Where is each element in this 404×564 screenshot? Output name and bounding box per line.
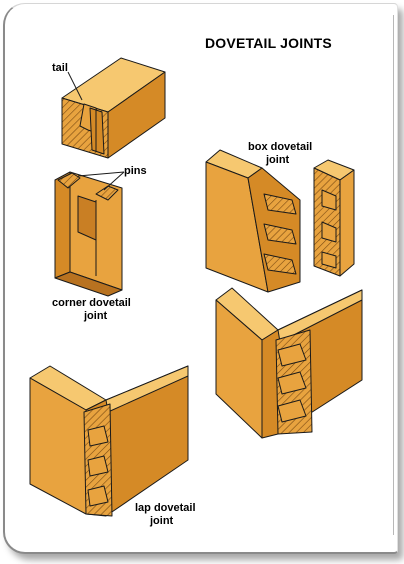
card-inner-border bbox=[17, 15, 394, 535]
corner-dovetail-label-line1: corner dovetail bbox=[52, 297, 131, 309]
pins-leader-1 bbox=[77, 171, 125, 177]
tail-leader bbox=[67, 71, 83, 101]
lap-dovetail bbox=[29, 365, 189, 517]
pins-leader-2 bbox=[103, 171, 125, 191]
pins-piece bbox=[54, 171, 123, 297]
page-title: DOVETAIL JOINTS bbox=[205, 35, 332, 51]
tail-piece bbox=[61, 57, 166, 159]
corner-dovetail-label-line2: joint bbox=[84, 310, 108, 322]
pins-label: pins bbox=[124, 165, 147, 177]
lap-dovetail-label-line2: joint bbox=[150, 515, 174, 527]
box-dovetail-assembled bbox=[215, 287, 363, 439]
box-dovetail-right-board bbox=[313, 159, 355, 277]
tail-label: tail bbox=[52, 62, 68, 74]
box-dovetail-label-line1: box dovetail bbox=[248, 141, 313, 153]
box-dovetail-label-line2: joint bbox=[266, 154, 290, 166]
box-dovetail-left-board bbox=[205, 149, 301, 293]
lap-dovetail-label-line1: lap dovetail bbox=[135, 502, 196, 514]
